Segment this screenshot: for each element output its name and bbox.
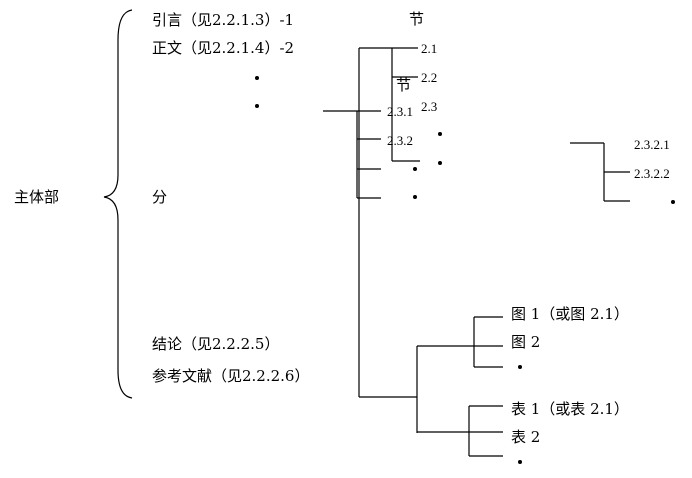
- intro-label: 引言（见2.2.1.3）-1: [152, 11, 295, 29]
- ellipsis-dot: [255, 76, 259, 80]
- subsection-header: 节: [396, 76, 412, 94]
- subsection-2-3-2: 2.3.2: [387, 133, 413, 148]
- ellipsis-dot: [413, 195, 417, 199]
- body-label: 正文（见2.2.1.4）-2: [152, 39, 295, 57]
- ellipsis-dot: [438, 132, 442, 136]
- subsection-2-3-1: 2.3.1: [387, 104, 413, 119]
- conclusion-label: 结论（见2.2.2.5）: [152, 335, 280, 353]
- figure-1-label: 图 1（或图 2.1）: [511, 305, 629, 323]
- table-2-label: 表 2: [511, 428, 541, 446]
- subsubsection-2-3-2-1: 2.3.2.1: [634, 137, 670, 152]
- references-label: 参考文献（见2.2.2.6）: [152, 367, 310, 385]
- subsubsection-2-3-2-2: 2.3.2.2: [634, 166, 670, 181]
- left-brace: [103, 9, 133, 399]
- table-1-label: 表 1（或表 2.1）: [511, 400, 629, 418]
- section-2-1: 2.1: [421, 41, 438, 56]
- section-header: 节: [409, 10, 425, 28]
- ellipsis-dot: [671, 200, 675, 204]
- root-label: 主体部: [14, 188, 60, 206]
- ellipsis-dot: [518, 460, 522, 464]
- ellipsis-dot: [438, 161, 442, 165]
- section-2-2: 2.2: [421, 70, 438, 85]
- ellipsis-dot: [413, 167, 417, 171]
- ellipsis-dot: [255, 104, 259, 108]
- divide-label: 分: [152, 188, 168, 206]
- figure-2-label: 图 2: [511, 333, 541, 351]
- section-2-3: 2.3: [421, 99, 438, 114]
- ellipsis-dot: [518, 365, 522, 369]
